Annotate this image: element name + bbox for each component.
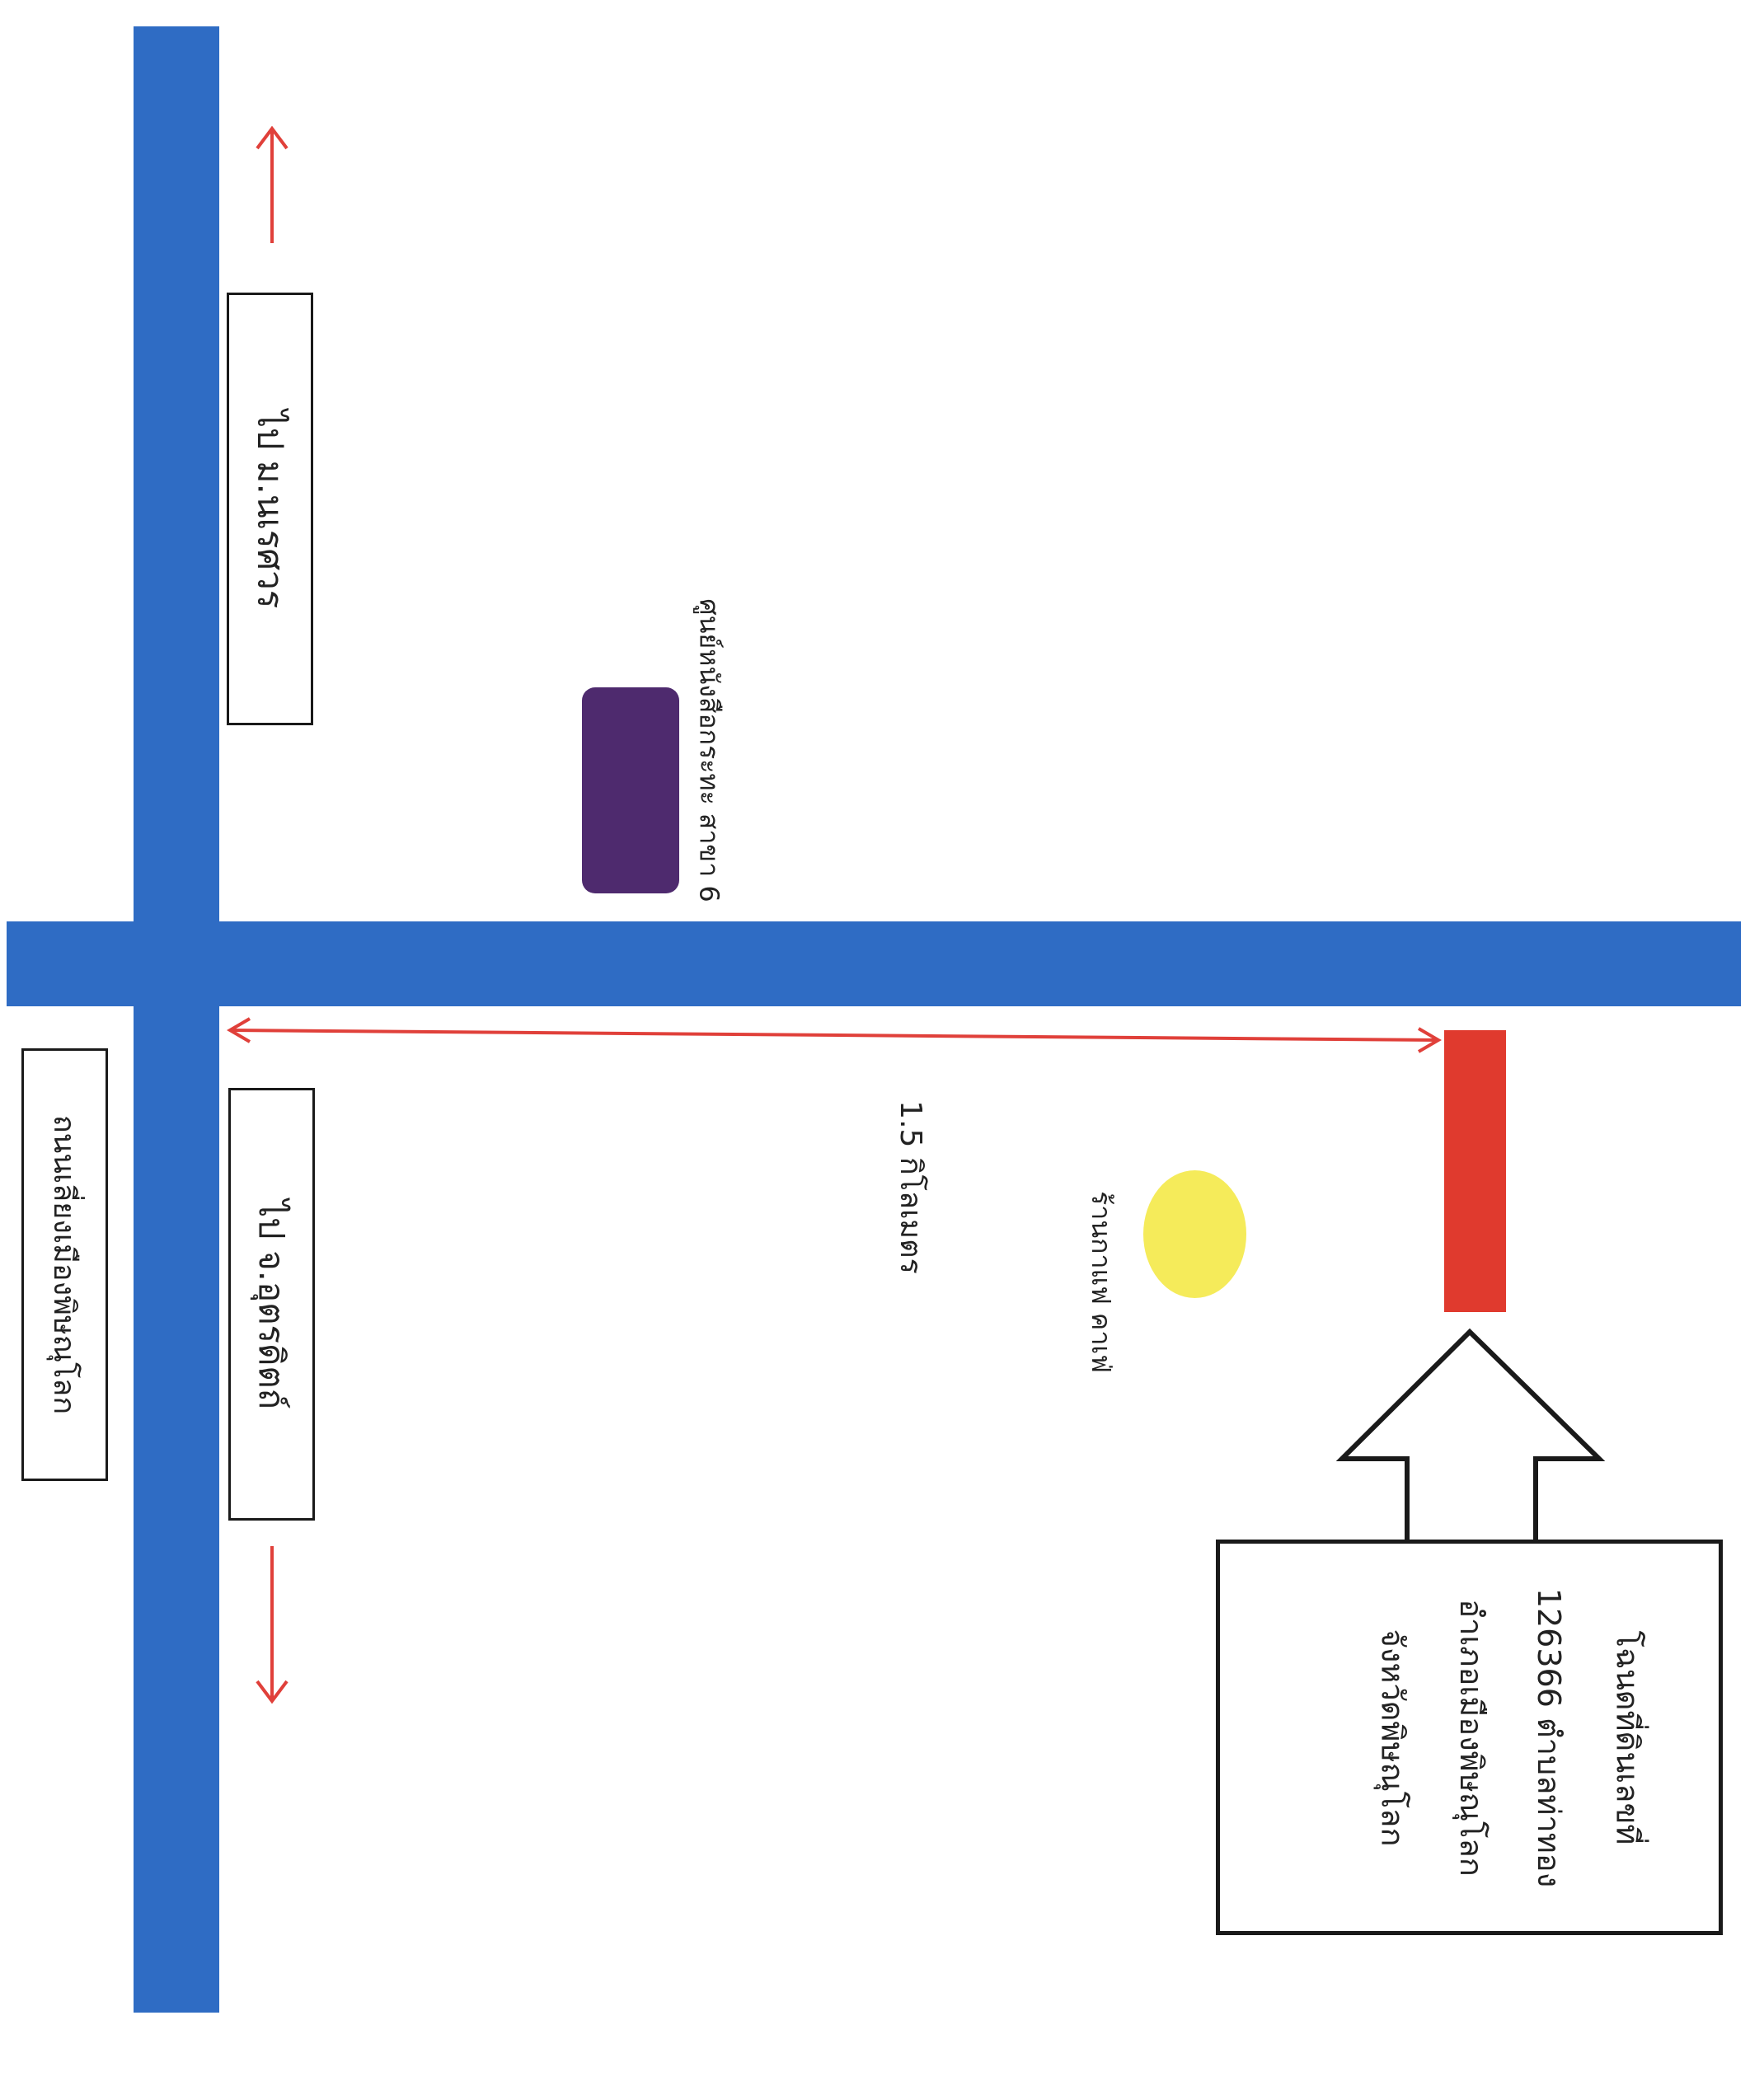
landmark-shop-label: ศูนย์หนังสือกระทะ สาขา 6 [693,598,725,902]
label-bypass-road-text: ถนนเลี่ยงเมืองพิษณุโลก [47,1114,81,1415]
landmark-shop [582,687,679,893]
plot-line4-wrap: จังหวัดพิษณุโลก [1364,1544,1422,1931]
distance-label-wrap: 1.5 กิโลเมตร [886,1088,936,1286]
main-road-vertical [134,26,219,2013]
distance-label: 1.5 กิโลเมตร [893,1099,927,1274]
arrow-down-icon [256,1546,289,1704]
label-bypass-road: ถนนเลี่ยงเมืองพิษณุโลก [21,1048,108,1481]
plot-line4: จังหวัดพิษณุโลก [1374,1629,1411,1846]
label-to-uttaradit-text: ไป จ.อุตรดิตถ์ [251,1199,293,1409]
pointer-arrow-icon [1335,1328,1606,1549]
plot-line3-wrap: อำเภอเมืองพิษณุโลก [1443,1544,1500,1931]
cross-road-horizontal [7,921,1741,1006]
label-to-naresuan: ไป ม.นเรศวร [227,293,313,725]
plot-line1-wrap: โฉนดที่ดินเลขที่ [1599,1544,1657,1931]
plot-line2: 126366 ตำบลท่าทอง [1531,1587,1568,1887]
plot-line1: โฉนดที่ดินเลขที่ [1609,1630,1646,1844]
plot-description-box: โฉนดที่ดินเลขที่ 126366 ตำบลท่าทอง อำเภอ… [1216,1540,1723,1935]
landmark-cafe [1143,1170,1246,1298]
double-arrow-icon [227,1017,1442,1053]
landmark-cafe-label-wrap: ร้านกาแฟ คาเฟ่ [1076,1187,1125,1376]
landmark-cafe-label: ร้านกาแฟ คาเฟ่ [1085,1190,1117,1373]
plot-line3: อำเภอเมืองพิษณุโลก [1452,1598,1490,1877]
label-to-uttaradit: ไป จ.อุตรดิตถ์ [228,1088,315,1521]
label-to-naresuan-text: ไป ม.นเรศวร [250,410,291,608]
arrow-up-icon [256,125,289,243]
plot-line2-wrap: 126366 ตำบลท่าทอง [1521,1544,1579,1931]
landmark-shop-label-wrap: ศูนย์หนังสือกระทะ สาขา 6 [684,593,734,907]
target-plot [1444,1030,1506,1312]
